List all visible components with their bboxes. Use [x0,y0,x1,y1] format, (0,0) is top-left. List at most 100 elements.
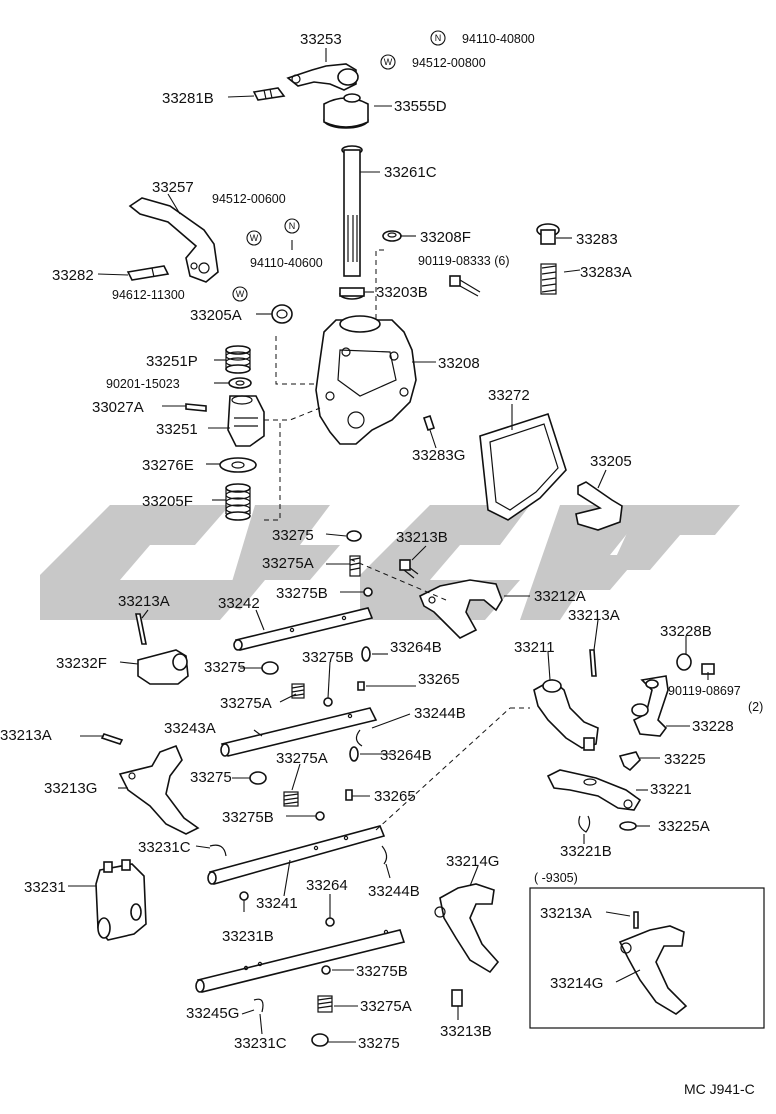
part-33282-pin [126,265,170,281]
label-33221: 33221 [650,781,692,798]
label-33275A-c: 33275A [276,750,328,767]
part-33261C-shaft [341,145,363,277]
label-33243A: 33243A [164,720,216,737]
part-33208-housing [315,315,417,445]
part-33275A-d-spring [317,995,333,1013]
circled-w-icon: W [246,230,262,246]
part-33275B-a [363,587,373,597]
part-90119-08333-bolt [449,275,481,297]
label-33212A: 33212A [534,588,586,605]
label-33225A: 33225A [658,818,710,835]
svg-text:W: W [250,233,259,243]
label-94110-40800: 94110-40800 [462,32,535,46]
label-33225: 33225 [664,751,706,768]
part-labels: 33253 94110-40800 94512-00800 33281B 335… [0,31,763,1097]
part-33275A-b [291,683,305,699]
label-33265-a: 33265 [418,671,460,688]
label-33251P: 33251P [146,353,198,370]
part-33275-c [249,771,267,785]
label-33205A: 33205A [190,307,242,324]
circled-w-icon: W [380,54,396,70]
label-94512-00800: 94512-00800 [412,56,486,70]
label-33242: 33242 [218,595,260,612]
part-33253-lever [286,63,359,91]
label-33283A: 33283A [580,264,632,281]
label-33555D: 33555D [394,98,447,115]
label-33276E: 33276E [142,457,194,474]
label-33275-d: 33275 [358,1035,400,1052]
label-33275-a: 33275 [272,527,314,544]
part-33211-lever [533,679,599,751]
label-33264: 33264 [306,877,348,894]
part-33275B-d-ball [321,965,331,975]
part-33264-ball [325,917,335,927]
part-33251P-spring [225,345,251,374]
label-33257: 33257 [152,179,194,196]
part-33275B-c [315,811,325,821]
part-33251-block [227,395,265,447]
part-33283G-pin [422,414,436,432]
label-33231C-a: 33231C [138,839,191,856]
part-33275B-b [323,697,333,707]
label-33281B: 33281B [162,90,214,107]
part-33276E-washer [219,457,257,473]
label-33027A: 33027A [92,399,144,416]
part-33225-clip [618,751,641,772]
part-33272-gasket [479,412,567,521]
label-33275A-d: 33275A [360,998,412,1015]
label-33241: 33241 [256,895,298,912]
label-33205: 33205 [590,453,632,470]
label-33213A-c: 33213A [0,727,52,744]
watermark-logo [40,505,740,620]
part-33213A-b-pin [589,649,597,677]
label-33244B-a: 33244B [414,705,466,722]
diagram-code: MC J941-C [684,1081,755,1097]
label-33231: 33231 [24,879,66,896]
part-33275A-c [283,791,299,807]
label-33283G: 33283G [412,447,465,464]
part-33283-plug [536,223,560,245]
part-33275-b [261,661,279,675]
inset-range-label: ( -9305) [534,871,578,885]
label-33208: 33208 [438,355,480,372]
part-33205F-spring [225,483,251,521]
part-33555D-boot [323,93,369,129]
label-33231C-b: 33231C [234,1035,287,1052]
part-33205-lever [575,481,623,531]
label-33275B-b: 33275B [302,649,354,666]
part-33213A-c-pin [100,733,124,745]
label-33272: 33272 [488,387,530,404]
part-33264B-a [361,646,371,662]
part-33264B-b [349,746,359,762]
leader-lines [68,48,709,1043]
part-33231B-ball [239,891,249,901]
part-33243A-rail [220,707,378,757]
label-33214G-b: 33214G [550,975,603,992]
circled-w-icon: W [232,286,248,302]
label-33264B-b: 33264B [380,747,432,764]
label-33275A-a: 33275A [262,555,314,572]
part-33214G-fork [434,883,500,974]
label-33275B-d: 33275B [356,963,408,980]
part-33221B-clip [578,815,591,833]
part-33275A-a [349,555,361,577]
label-33213A-a: 33213A [118,593,170,610]
part-33225A-washer [619,821,637,831]
part-33027A-pin [185,403,207,412]
label-33205F: 33205F [142,493,193,510]
part-33245G-rail [195,929,406,993]
label-33275-c: 33275 [190,769,232,786]
part-90201-15023-washer [228,377,252,389]
label-33275B-c: 33275B [222,809,274,826]
label-94512-00600: 94512-00600 [212,192,286,206]
label-90119-08333: 90119-08333 (6) [418,254,510,268]
label-33228: 33228 [692,718,734,735]
svg-text:W: W [236,289,245,299]
part-33213B-b-bolt [451,989,463,1007]
label-33251: 33251 [156,421,198,438]
part-33231-block [95,859,147,941]
part-33221-lever [546,769,642,811]
label-33275B-a: 33275B [276,585,328,602]
label-33213G: 33213G [44,780,97,797]
